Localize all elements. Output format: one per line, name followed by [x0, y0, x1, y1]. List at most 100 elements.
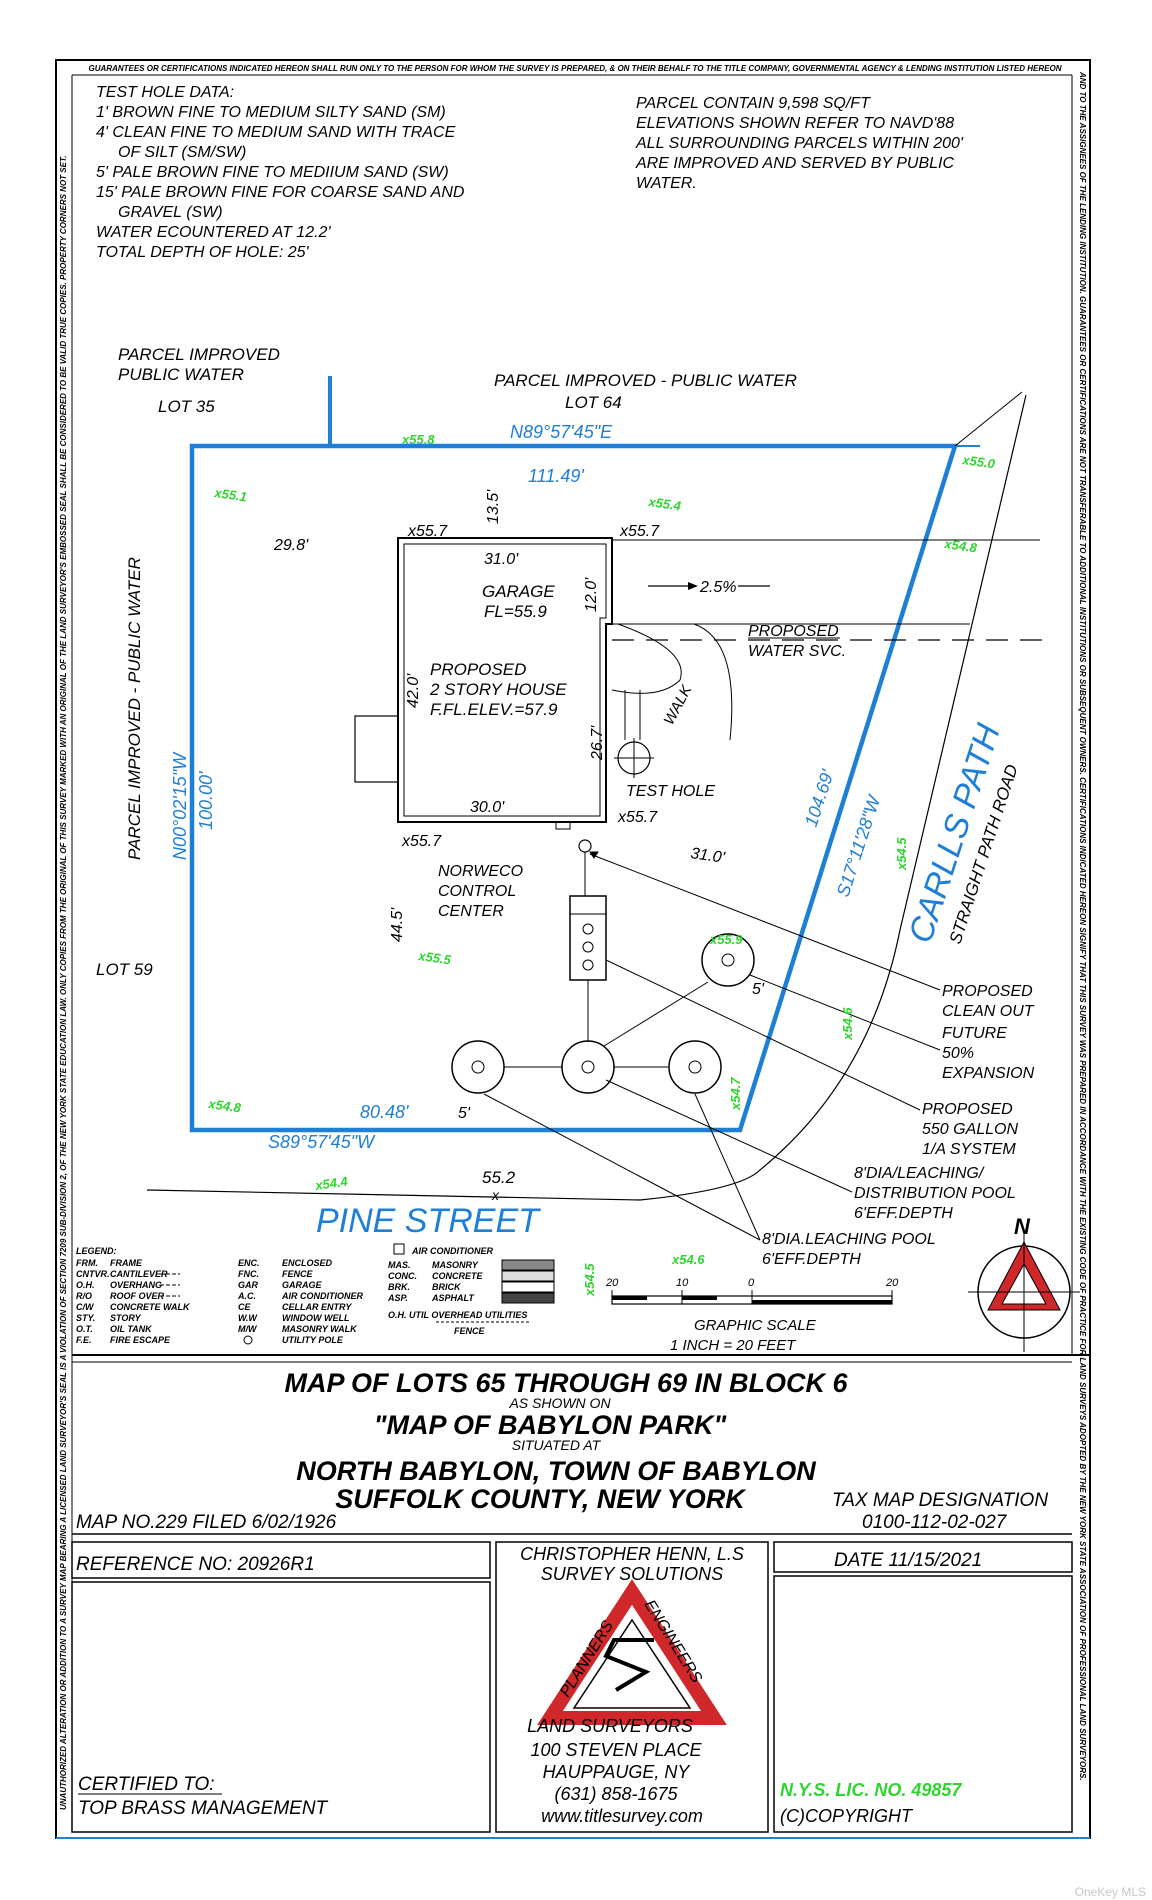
legend-abbr: A.C.	[237, 1291, 256, 1301]
legend-abbr: ASP.	[387, 1293, 408, 1303]
note-line: 1' BROWN FINE TO MEDIUM SILTY SAND (SM)	[96, 104, 446, 121]
tax-map-number: 0100-112-02-027	[862, 1512, 1008, 1533]
reference-box	[71, 1541, 491, 1579]
legend-term: GARAGE	[282, 1280, 322, 1290]
legend-abbr: MAS.	[388, 1260, 411, 1270]
pine-street-label: PINE STREET	[316, 1202, 541, 1240]
leaching-label: 6'EFF.DEPTH	[762, 1251, 861, 1268]
legend-abbr: M/W	[238, 1324, 258, 1334]
legend-term: MASONRY	[432, 1260, 479, 1270]
note-line: GRAVEL (SW)	[118, 204, 223, 221]
house-outline	[397, 537, 613, 823]
distribution-label: DISTRIBUTION POOL	[854, 1185, 1016, 1202]
scale-tick-label: 10	[676, 1277, 689, 1289]
leader-line	[605, 1079, 853, 1193]
reference-number: REFERENCE NO: 20926R1	[76, 1554, 315, 1575]
lot-59-label: LOT 59	[96, 960, 153, 979]
parcel-nw-label: PUBLIC WATER	[118, 365, 244, 384]
distance-west: 100.00'	[196, 771, 216, 830]
leader-line	[749, 974, 941, 1051]
note-line: WATER.	[636, 175, 697, 192]
distribution-pool-center	[581, 1060, 595, 1074]
concrete-hatch	[501, 1270, 555, 1282]
note-line: PARCEL CONTAIN 9,598 SQ/FT	[636, 95, 871, 112]
property-boundary	[189, 443, 959, 1133]
water-service-label: PROPOSED	[748, 623, 839, 640]
company-website: www.titlesurvey.com	[541, 1806, 703, 1826]
logo-triangle	[537, 1579, 727, 1725]
title-line-6: SUFFOLK COUNTY, NEW YORK	[335, 1484, 747, 1514]
legend-abbr: CONC.	[388, 1271, 417, 1281]
survey-date: DATE 11/15/2021	[834, 1550, 982, 1571]
legend-term: FENCE	[282, 1269, 313, 1279]
copyright-label: (C)COPYRIGHT	[780, 1806, 914, 1826]
green-elevation: x54.5	[582, 1263, 597, 1297]
norweco-label: CENTER	[438, 903, 504, 920]
leaching-pool-center	[688, 1060, 702, 1074]
green-elevation: x55.9	[709, 932, 743, 947]
certified-to-label: CERTIFIED TO:	[78, 1774, 215, 1795]
note-line: ELEVATIONS SHOWN REFER TO NAVD'88	[636, 115, 954, 132]
road-edge	[146, 394, 1027, 1201]
distribution-label: 6'EFF.DEPTH	[854, 1205, 953, 1222]
system-label: PROPOSED	[922, 1101, 1013, 1118]
brick-hatch	[501, 1281, 555, 1293]
legend-term: MASONRY WALK	[282, 1324, 358, 1334]
company-tagline: LAND SURVEYORS	[527, 1716, 693, 1736]
legend-term: WINDOW WELL	[282, 1313, 349, 1323]
legend-term: FIRE ESCAPE	[110, 1335, 171, 1345]
walk-edge	[611, 623, 682, 694]
legend-title: LEGEND:	[76, 1246, 117, 1256]
scale-ratio: 1 INCH = 20 FEET	[670, 1337, 797, 1354]
legend-fence: FENCE	[454, 1326, 485, 1336]
note-line: WATER ECOUNTERED AT 12.2'	[96, 224, 331, 241]
test-hole-label: TEST HOLE	[626, 783, 715, 800]
license-number: N.Y.S. LIC. NO. 49857	[780, 1780, 962, 1800]
green-elevation: x54.8	[943, 536, 979, 556]
distribution-pool	[561, 1040, 615, 1094]
graphic-scale: 20 10 0 20 GRAPHIC SCALE 1 INCH = 20 FEE…	[605, 1277, 899, 1354]
house-outline-inner	[403, 543, 607, 817]
legend-abbr: O.H.	[76, 1280, 95, 1290]
scale-fill	[612, 1296, 647, 1300]
legend: LEGEND: FRM.FRAME CNTVR.CANTILEVER O.H.O…	[76, 1243, 555, 1345]
house-bump-out	[354, 715, 399, 783]
scale-fill	[752, 1300, 892, 1304]
distance-south: 80.48'	[360, 1102, 409, 1122]
note-line: 4' CLEAN FINE TO MEDIUM SAND WITH TRACE	[96, 124, 456, 141]
watermark: OneKey MLS	[1075, 1885, 1146, 1899]
title-line-3: "MAP OF BABYLON PARK"	[374, 1410, 728, 1440]
legend-oh: O.H. UTIL OVERHEAD UTILITIES	[388, 1310, 527, 1320]
legend-term: AIR CONDITIONER	[281, 1291, 364, 1301]
house-label: PROPOSED	[430, 660, 526, 679]
note-line: 15' PALE BROWN FINE FOR COARSE SAND AND	[96, 184, 465, 201]
legend-term: FRAME	[110, 1258, 143, 1268]
future-expansion-pool	[701, 933, 755, 987]
septic-port	[582, 941, 594, 953]
scale-tick-label: 0	[748, 1277, 755, 1289]
distribution-label: 8'DIA/LEACHING/	[854, 1165, 985, 1182]
company-logo: PLANNERS ENGINEERS	[537, 1579, 727, 1725]
green-elevation: x54.6	[840, 1007, 855, 1041]
dimension: 29.8'	[273, 537, 309, 554]
dimension: 44.5'	[389, 907, 406, 942]
dimension: 31.0'	[484, 551, 519, 568]
scale-tick-label: 20	[605, 1277, 619, 1289]
dimension: 26.7'	[589, 725, 606, 761]
legend-term: STORY	[110, 1313, 142, 1323]
street-elevation: 55.2	[482, 1168, 516, 1187]
scale-title: GRAPHIC SCALE	[694, 1317, 817, 1334]
walk-edge	[693, 623, 733, 741]
green-elevation: x54.8	[207, 1096, 243, 1116]
elevation: x55.7	[619, 523, 660, 540]
pool-connector	[603, 981, 709, 1047]
certification-box	[71, 1581, 491, 1833]
legend-term: ENCLOSED	[282, 1258, 333, 1268]
leader-line	[605, 959, 921, 1111]
slope-label: 2.5%	[699, 579, 736, 596]
septic-tank	[569, 895, 607, 981]
company-name: SURVEY SOLUTIONS	[541, 1564, 723, 1584]
company-phone: (631) 858-1675	[554, 1784, 678, 1804]
legend-term: ASPHALT	[431, 1293, 475, 1303]
